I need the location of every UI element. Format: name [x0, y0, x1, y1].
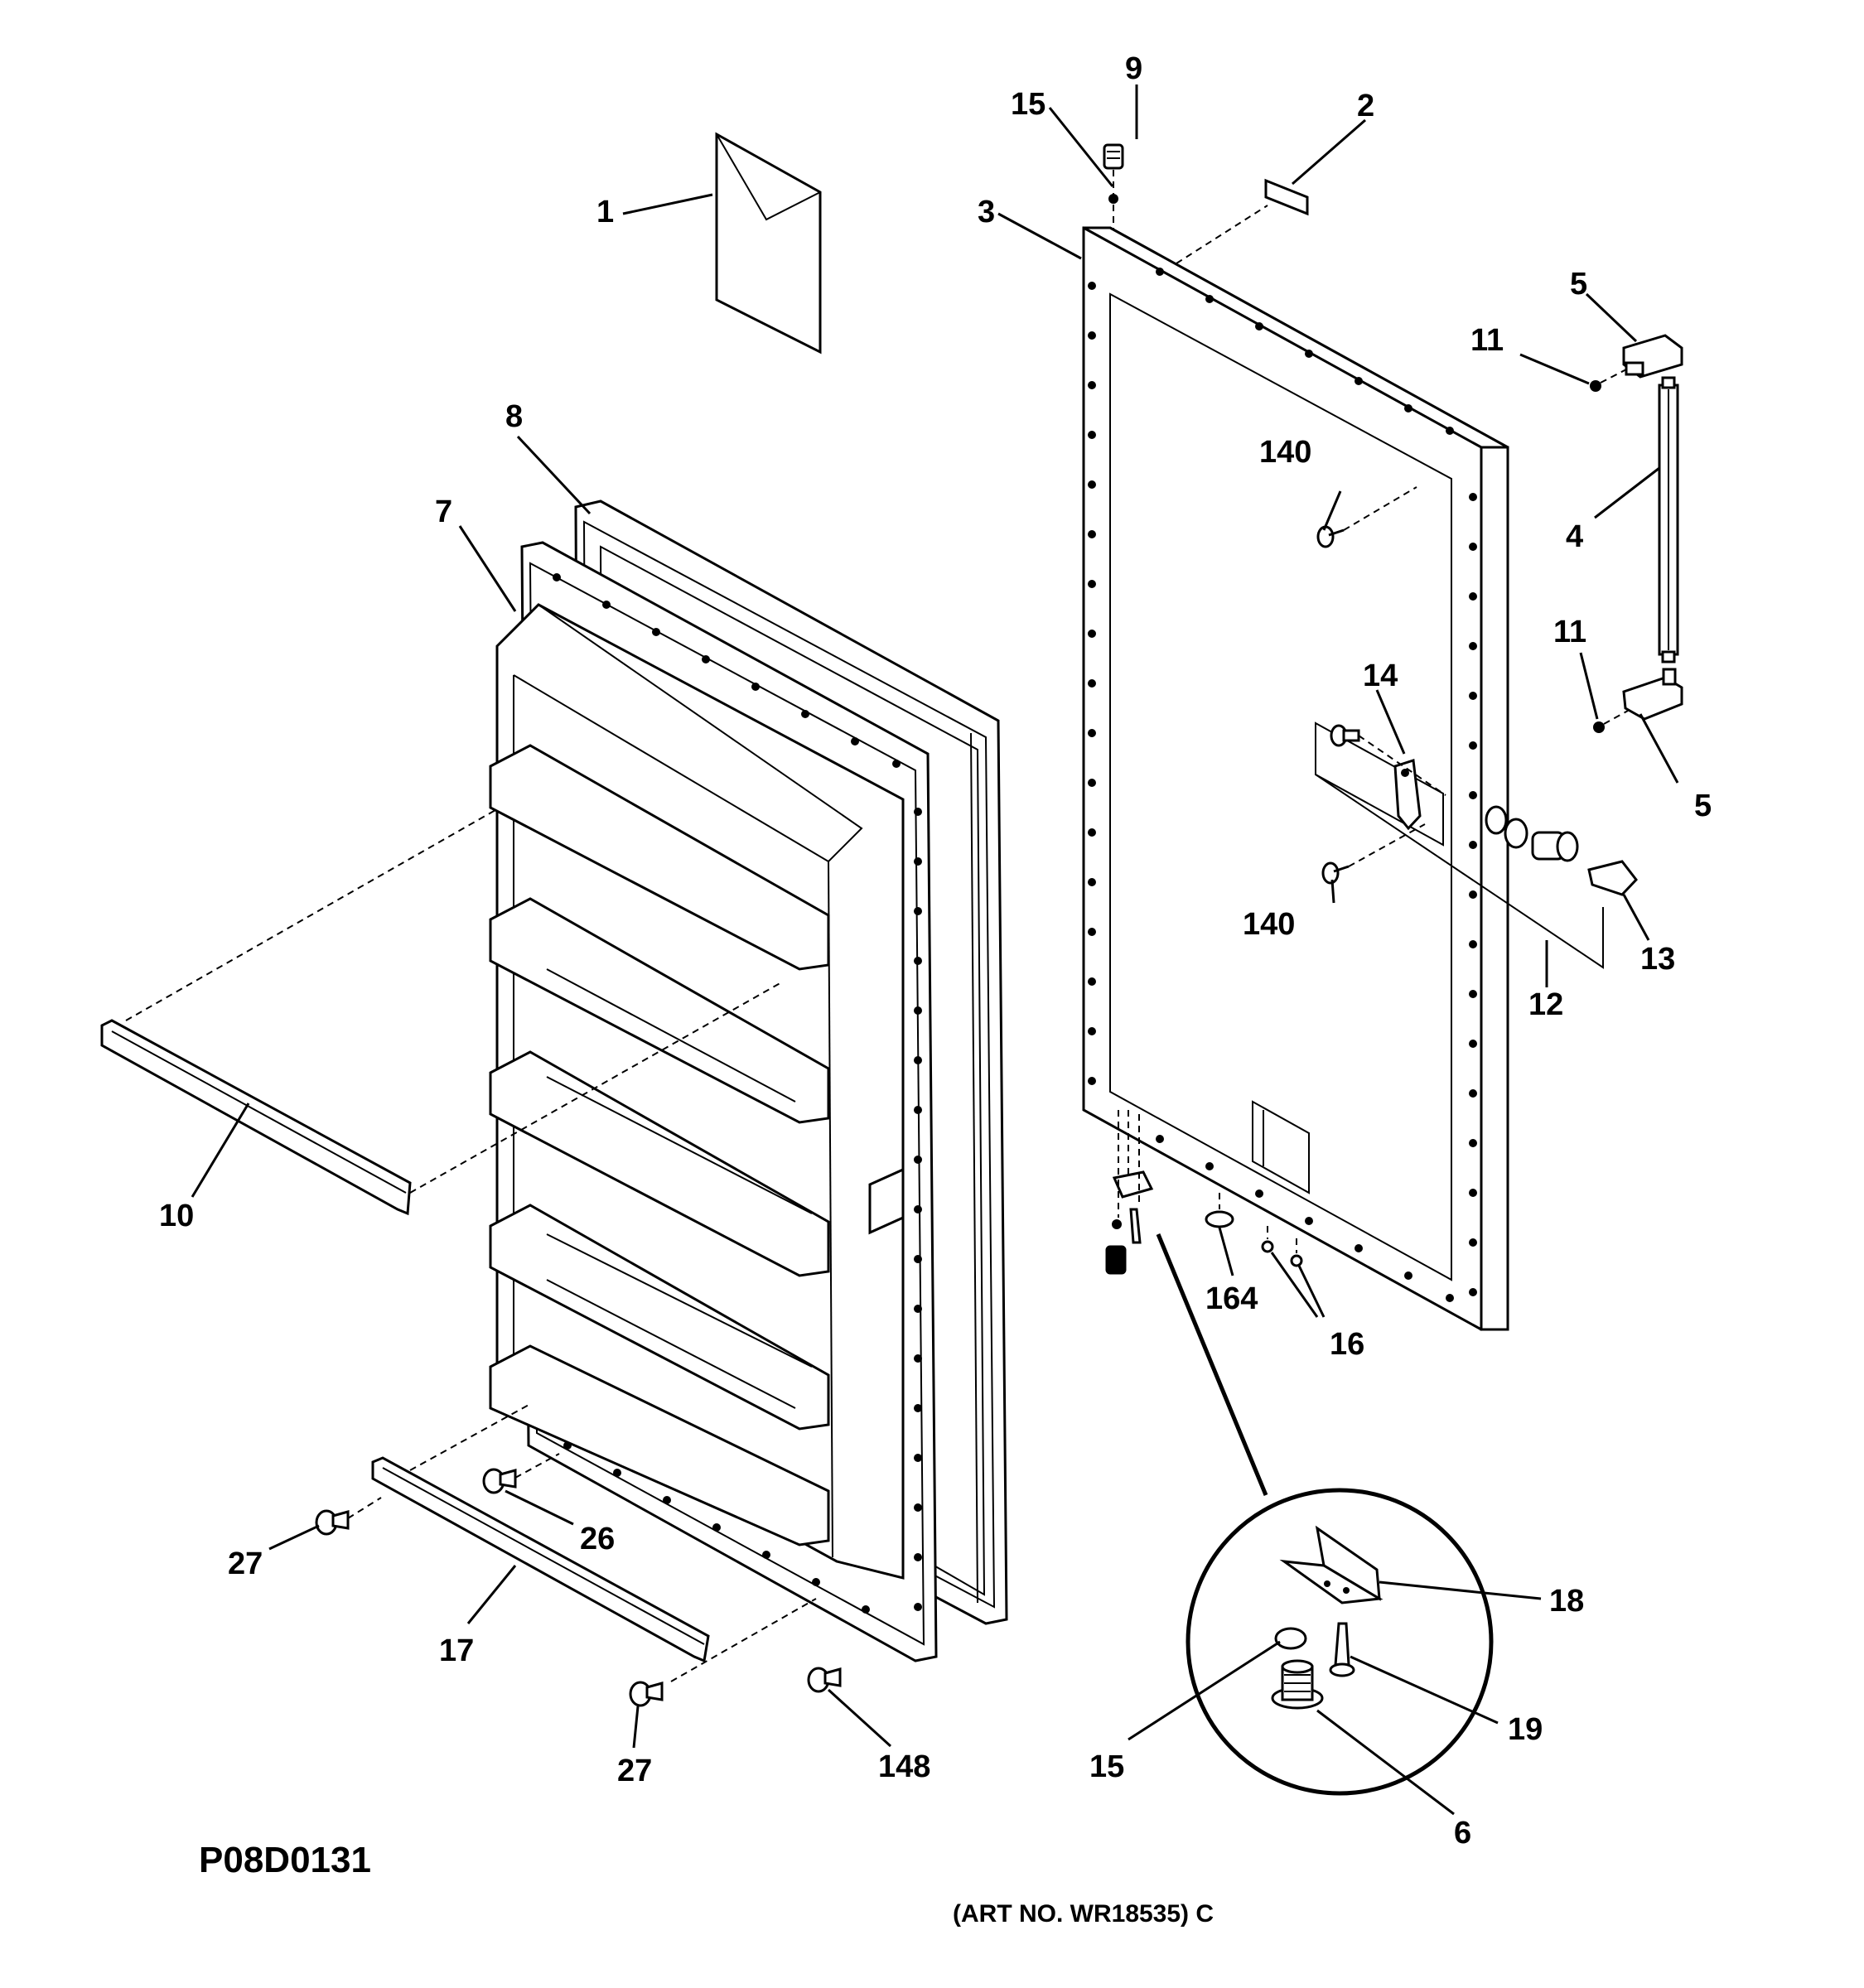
callout-15-top: 15: [1011, 87, 1045, 122]
callout-27-left: 27: [228, 1546, 263, 1581]
callout-10: 10: [159, 1199, 194, 1233]
part-4-hinge-bar: [1658, 376, 1679, 663]
callout-19: 19: [1508, 1712, 1543, 1747]
part-11-washer-upper: [1590, 380, 1601, 392]
part-6-leveling-leg: [1271, 1659, 1324, 1710]
part-5-hinge-bracket-upper: [1622, 334, 1683, 379]
callout-6: 6: [1454, 1816, 1471, 1850]
part-15-washer-detail: [1274, 1627, 1307, 1650]
callout-140-lower: 140: [1243, 907, 1295, 942]
part-140-screw-lower: [1321, 861, 1350, 885]
part-26-push-pin: [482, 1468, 517, 1494]
drawing-code: P08D0131: [199, 1840, 371, 1880]
part-1-envelope: [715, 132, 822, 355]
callout-17: 17: [439, 1633, 474, 1668]
callout-5-upper: 5: [1570, 267, 1587, 302]
part-164-pad: [1205, 1193, 1234, 1228]
callout-27-bottom: 27: [617, 1754, 652, 1788]
callout-8: 8: [505, 399, 523, 434]
callout-2: 2: [1357, 89, 1374, 123]
part-11-washer-lower: [1593, 721, 1605, 733]
callout-26: 26: [580, 1522, 615, 1556]
part-148-push-pin: [807, 1667, 842, 1693]
callout-5-lower: 5: [1694, 789, 1712, 823]
art-number: (ART NO. WR18535) C: [953, 1900, 1214, 1928]
part-27-push-pin-left: [315, 1509, 350, 1536]
bottom-hinge-hardware: [1105, 1110, 1154, 1275]
callout-16: 16: [1330, 1327, 1364, 1362]
callout-164: 164: [1205, 1281, 1258, 1316]
callout-3: 3: [978, 195, 995, 229]
callout-11-lower: 11: [1553, 615, 1586, 649]
callout-148: 148: [878, 1749, 930, 1784]
part-14-lock-cam: [1393, 759, 1422, 831]
part-9-screw: [1103, 143, 1124, 170]
callout-15-detail: 15: [1089, 1749, 1124, 1784]
part-18-hinge-bracket: [1279, 1525, 1384, 1604]
hinge-detail-circle: [1186, 1488, 1494, 1796]
part-10-shelf-rail: [100, 1019, 412, 1216]
part-13-lock-key: [1587, 860, 1638, 896]
lock-rivet: [1330, 724, 1360, 747]
liner-screw-holes: [553, 573, 922, 1614]
callout-9: 9: [1125, 51, 1142, 86]
callout-7: 7: [435, 495, 452, 529]
callout-18: 18: [1549, 1584, 1584, 1619]
outer-door-screw-holes: [1088, 268, 1477, 1302]
door-bottom-bracket-slot: [1252, 1100, 1310, 1194]
callout-14: 14: [1363, 659, 1398, 693]
callout-11-upper: 11: [1470, 323, 1504, 358]
part-16-washers: [1261, 1226, 1303, 1267]
callout-1: 1: [596, 195, 614, 229]
part-3-outer-door-panel: [1082, 226, 1509, 1331]
part-2-nameplate: [1264, 178, 1309, 216]
callout-4: 4: [1566, 519, 1583, 554]
leader-lines: [191, 84, 1679, 1816]
callout-12: 12: [1528, 987, 1563, 1022]
lock-cylinder: [1485, 805, 1579, 862]
part-17-shelf-rail: [371, 1456, 710, 1663]
part-27-push-pin-bottom: [629, 1681, 664, 1707]
callout-13: 13: [1640, 942, 1675, 977]
callout-140-upper: 140: [1259, 435, 1311, 470]
part-19-screw: [1329, 1622, 1355, 1677]
part-5-hinge-bracket-lower: [1622, 668, 1683, 721]
inner-door-liner-shelves: [489, 603, 905, 1580]
